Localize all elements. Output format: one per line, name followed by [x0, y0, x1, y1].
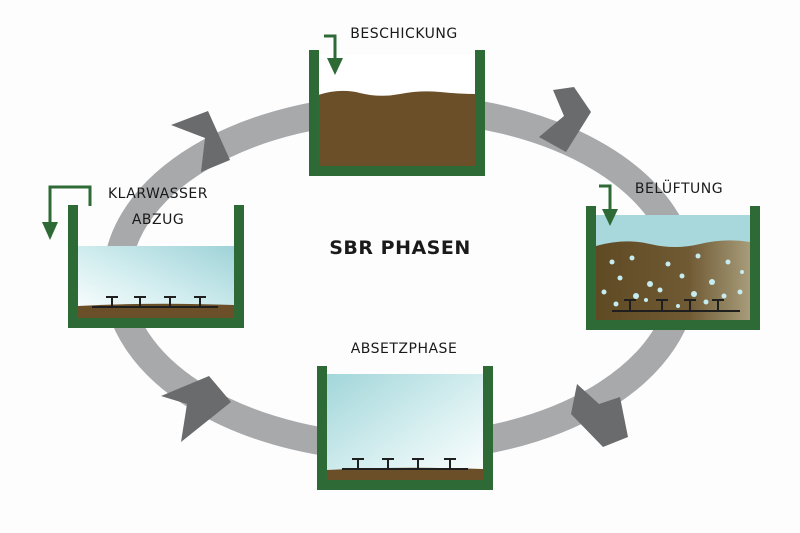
label-klarwasser: KLARWASSER — [108, 186, 208, 202]
cycle-arrow-top-left — [171, 111, 230, 172]
inflow-arrow-belueftung — [599, 184, 618, 226]
diffusers — [92, 296, 218, 308]
tank-beschickung — [309, 50, 485, 176]
settled-sludge — [78, 303, 234, 318]
label-belueftung: BELÜFTUNG — [635, 179, 723, 197]
outflow-arrow-klarwasser — [42, 185, 92, 240]
tank-belueftung — [586, 206, 760, 330]
settled-sludge — [327, 467, 483, 480]
air-bubbles — [601, 253, 744, 308]
aeration-diffusers — [612, 299, 740, 312]
inflow-arrow-beschickung — [324, 34, 343, 75]
tank-absetzphase — [317, 366, 493, 490]
diffusers — [342, 458, 468, 470]
cycle-arrow-bottom-right — [571, 384, 628, 447]
label-abzug: ABZUG — [132, 212, 184, 228]
tank-klarwasser-abzug — [68, 205, 244, 328]
diagram-title: SBR PHASEN — [329, 237, 471, 259]
label-absetzphase: ABSETZPHASE — [351, 341, 458, 357]
cycle-arrow-top-right — [539, 87, 591, 152]
sludge — [318, 90, 476, 167]
label-beschickung: BESCHICKUNG — [350, 26, 457, 42]
cycle-arrow-bottom-left — [161, 376, 231, 442]
